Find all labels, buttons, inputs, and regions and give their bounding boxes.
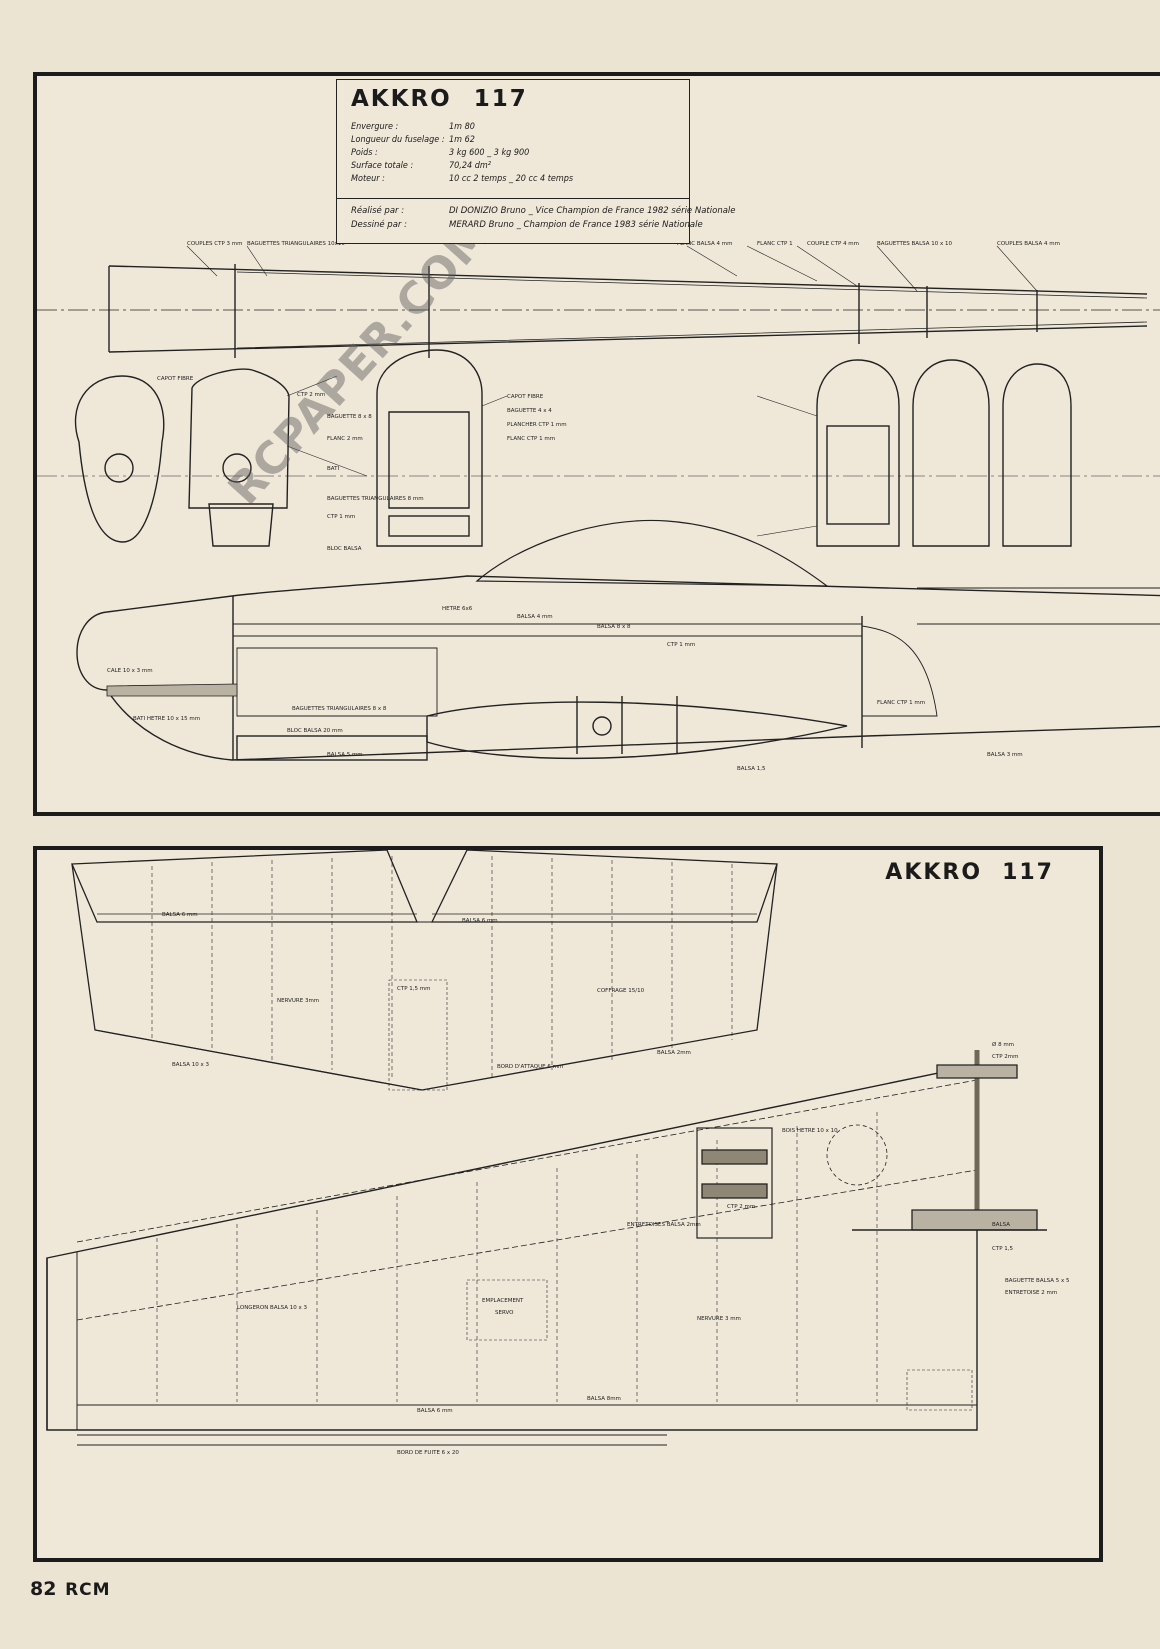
label-cale: CALE 10 x 3 mm	[107, 668, 153, 674]
label-couples: COUPLES CTP 3 mm	[187, 241, 243, 247]
label-baguettes-tri-8: BAGUETTES TRIANGULAIRES 8 mm	[327, 496, 424, 502]
label-flanc-ctp-1mm: FLANC CTP 1 mm	[877, 700, 926, 706]
label-flanc-ctp: FLANC CTP 1	[757, 241, 793, 247]
label-balsa-2: BALSA 2mm	[657, 1050, 691, 1056]
wing-plan-panel: BALSA 6 mm BALSA 6 mm NERVURE 3mm CTP 1,…	[33, 846, 1103, 1562]
label-couples-balsa: COUPLES BALSA 4 mm	[997, 241, 1060, 247]
label-bord-fuite: BORD DE FUITE 6 x 20	[397, 1450, 459, 1456]
label-balsa-5: BALSA 5 mm	[327, 752, 363, 758]
label-balsa-6a: BALSA 6 mm	[162, 912, 198, 918]
label-flanc-ctp-1: FLANC CTP 1 mm	[507, 436, 556, 442]
label-bati: BATI	[327, 466, 340, 472]
credit-row: Dessiné par :MERARD Bruno _ Champion de …	[351, 220, 703, 230]
label-servo: SERVO	[495, 1310, 514, 1316]
label-capot-fibre: CAPOT FIBRE	[157, 376, 194, 382]
label-hetre: HETRE 6x6	[442, 606, 473, 612]
label-bloc-balsa: BLOC BALSA	[327, 546, 362, 552]
label-baguette-4: BAGUETTE 4 x 4	[507, 408, 552, 414]
spec-row: Envergure :1m 80	[351, 122, 475, 132]
label-nervure-3: NERVURE 3 mm	[697, 1316, 741, 1322]
wing-drawing	[46, 850, 1047, 1446]
spec-row: Longueur du fuselage :1m 62	[351, 135, 475, 145]
label-balsa-6b: BALSA 6 mm	[462, 918, 498, 924]
label-balsa-3: BALSA 3 mm	[987, 752, 1023, 758]
label-bord-attaque: BORD D'ATTAQUE 6 mm	[497, 1064, 564, 1070]
label-balsa-4: BALSA 4 mm	[517, 614, 553, 620]
label-ctp-1: CTP 1 mm	[327, 514, 356, 520]
label-coffrage: COFFRAGE 15/10	[597, 988, 645, 994]
label-couple-ctp: COUPLE CTP 4 mm	[807, 241, 860, 247]
spec-row: Poids :3 kg 600 _ 3 kg 900	[351, 148, 530, 158]
magazine-name: RCM	[65, 1580, 111, 1600]
label-ctp-2: CTP 2 mm	[297, 392, 326, 398]
label-balsa-8mm: BALSA 8mm	[587, 1396, 621, 1402]
label-plancher: PLANCHER CTP 1 mm	[507, 422, 567, 428]
label-balsa-15: BALSA 1,5	[737, 766, 766, 772]
label-baguettes-balsa: BAGUETTES BALSA 10 x 10	[877, 241, 952, 247]
label-bois-hetre: BOIS HETRE 10 x 10	[782, 1128, 838, 1134]
label-flanc-2: FLANC 2 mm	[327, 436, 363, 442]
label-baguettes-tri-8b: BAGUETTES TRIANGULAIRES 8 x 8	[292, 706, 387, 712]
label-balsa-8: BALSA 8 x 8	[597, 624, 631, 630]
label-ctp-1b: CTP 1 mm	[667, 642, 696, 648]
page-footer: 82 RCM	[30, 1578, 111, 1600]
label-baguette-5x5: BAGUETTE BALSA 5 x 5	[1005, 1278, 1070, 1284]
label-bati-hetre: BATI HETRE 10 x 15 mm	[133, 716, 201, 722]
label-emplacement: EMPLACEMENT	[482, 1298, 524, 1304]
page-number: 82	[30, 1578, 57, 1600]
label-ctp-2mm: CTP 2 mm	[727, 1204, 756, 1210]
label-balsa-x: BALSA	[992, 1222, 1010, 1228]
label-entretoises: ENTRETOISES BALSA 2mm	[627, 1222, 701, 1228]
label-longeron-balsa: LONGERON BALSA 10 x 3	[237, 1305, 308, 1311]
label-balsa-10x3: BALSA 10 x 3	[172, 1062, 209, 1068]
label-baguette-8: BAGUETTE 8 x 8	[327, 414, 372, 420]
label-ctp-2c: CTP 2mm	[992, 1054, 1019, 1060]
label-ctp-15b: CTP 1,5	[992, 1246, 1014, 1252]
label-baguettes-tri: BAGUETTES TRIANGULAIRES 10x10	[247, 241, 345, 247]
label-ctp-15: CTP 1,5 mm	[397, 986, 431, 992]
divider	[337, 198, 689, 199]
fuselage-drawing	[37, 245, 1160, 761]
label-entretoise-2: ENTRETOISE 2 mm	[1005, 1290, 1058, 1296]
label-dia-8: Ø 8 mm	[992, 1042, 1015, 1048]
spec-row: Surface totale :70,24 dm²	[351, 161, 492, 171]
label-bloc-balsa-20: BLOC BALSA 20 mm	[287, 728, 343, 734]
label-balsa-6c: BALSA 6 mm	[417, 1408, 453, 1414]
label-capot-fibre-2: CAPOT FIBRE	[507, 394, 544, 400]
label-flanc-balsa: FLANC BALSA 4 mm	[677, 241, 733, 247]
spec-row: Moteur :10 cc 2 temps _ 20 cc 4 temps	[351, 174, 574, 184]
label-nervure: NERVURE 3mm	[277, 998, 320, 1004]
credit-row: Réalisé par :DI DONIZIO Bruno _ Vice Cha…	[351, 206, 736, 216]
